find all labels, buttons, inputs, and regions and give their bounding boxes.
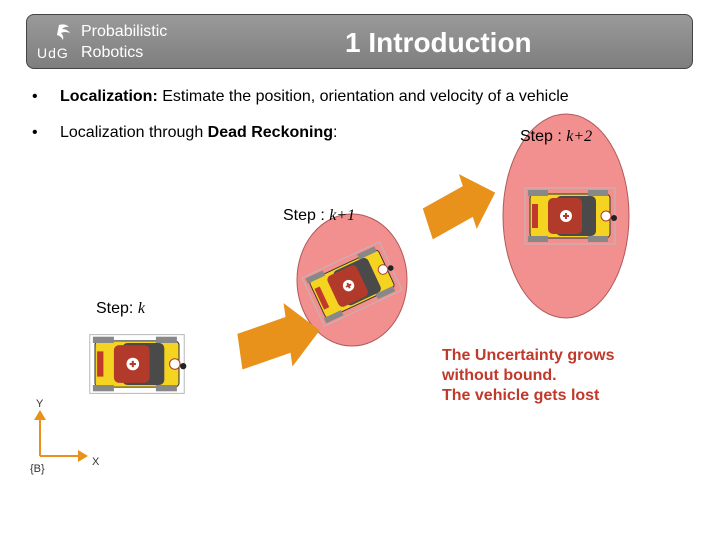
bullet-1-rest: Estimate the position, orientation and v… [157,88,569,105]
step-k2-text: Step : [520,128,567,145]
y-axis-arrowhead [34,410,46,420]
bullet-2-suffix: : [333,124,338,141]
step-k1-text: Step : [283,207,330,224]
frame-label: {B} [30,463,45,475]
motion-arrow-2 [416,165,505,243]
robot-step-k2 [524,187,618,245]
uncertainty-note: The Uncertainty grows without bound. The… [442,346,614,406]
step-k2-label: Step : k+2 [520,128,592,146]
uncertainty-line-1: The Uncertainty grows [442,347,615,364]
bullet-text-2: Localization through Dead Reckoning: [60,124,337,142]
uncertainty-line-3: The vehicle gets lost [442,387,600,404]
slide-header: UdG Probabilistic Robotics 1 Introductio… [26,14,693,69]
x-axis-arrowhead [78,450,88,462]
uncertainty-line-2: without bound. [442,367,557,384]
bullet-2-prefix: Localization through [60,124,208,141]
brand-line-2: Robotics [81,44,144,61]
brand-title: Probabilistic Robotics [81,21,167,63]
udg-logo-text: UdG [37,45,69,61]
udg-logo-icon [57,24,70,40]
step-k2-var: k+2 [566,128,593,145]
step-k1-label: Step : k+1 [283,207,355,225]
robot-step-k [88,333,188,395]
bullet-text-1: Localization: Estimate the position, ori… [60,88,569,106]
bullet-2-bold: Dead Reckoning [207,124,334,141]
y-axis-label: Y [36,398,44,410]
step-k-label: Step: k [96,300,145,318]
step-k1-var: k+1 [329,207,356,224]
slide-title: 1 Introduction [345,27,532,58]
x-axis-label: X [92,456,100,468]
bullet-marker-1: • [32,88,38,105]
brand-line-1: Probabilistic [81,23,168,40]
step-k-text: Step: [96,300,138,317]
bullet-1-bold: Localization: [60,88,158,105]
step-k-var: k [137,300,145,317]
bullet-marker-2: • [32,124,38,141]
